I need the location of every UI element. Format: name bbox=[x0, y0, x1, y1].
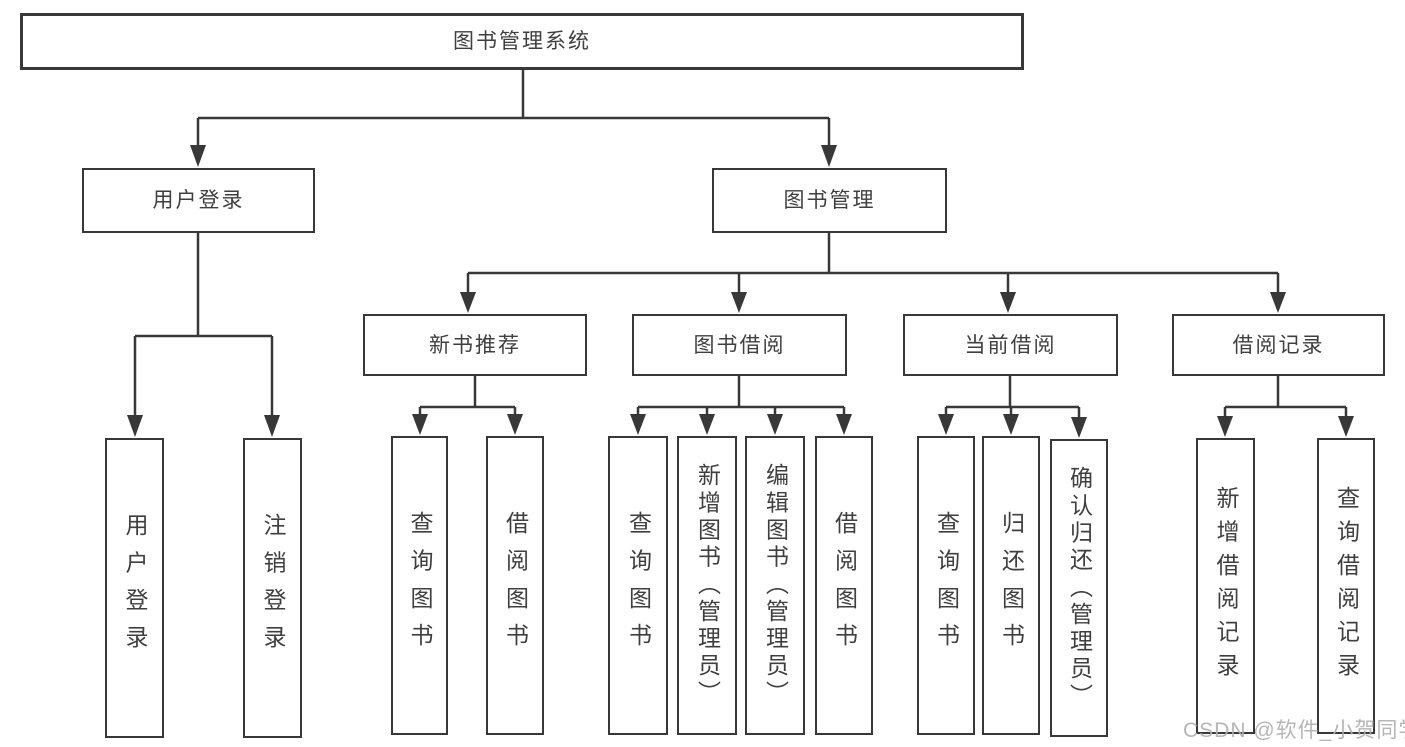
records-connectors bbox=[1217, 376, 1354, 437]
node-current-query-books: 查询图书 bbox=[917, 436, 975, 735]
node-recommend-borrow-books: 借阅图书 bbox=[486, 436, 544, 735]
book-management-connectors bbox=[460, 233, 1286, 313]
node-recommend-borrow-books-label: 借阅图书 bbox=[502, 510, 529, 661]
node-borrowing-query-books: 查询图书 bbox=[608, 436, 668, 735]
node-borrowing-edit-books-label: 编辑图书（管理员） bbox=[762, 463, 789, 708]
node-user-login: 用户登录 bbox=[82, 168, 315, 233]
csdn-watermark: CSDN @软件_小贺同学 bbox=[1183, 719, 1405, 742]
node-user-login-label: 用户登录 bbox=[152, 189, 245, 212]
node-recommend-query-books: 查询图书 bbox=[391, 436, 448, 735]
current-borrowing-connectors bbox=[938, 376, 1087, 438]
node-root-label: 图书管理系统 bbox=[453, 30, 591, 53]
node-borrowing-records: 借阅记录 bbox=[1172, 314, 1385, 376]
node-current-return-books-label: 归还图书 bbox=[998, 510, 1025, 661]
node-login-leaf-label: 用户登录 bbox=[122, 513, 148, 663]
node-borrowing-add-books-label: 新增图书（管理员） bbox=[694, 463, 721, 708]
node-current-confirm-return: 确认归还（管理员） bbox=[1050, 439, 1108, 737]
node-current-borrowing-label: 当前借阅 bbox=[964, 333, 1057, 357]
node-borrowing-query-books-label: 查询图书 bbox=[625, 510, 652, 661]
recommendation-connectors bbox=[412, 376, 523, 435]
node-login-leaf: 用户登录 bbox=[105, 438, 164, 738]
borrowing-connectors bbox=[630, 376, 852, 435]
node-book-management-label: 图书管理 bbox=[783, 189, 876, 212]
node-book-borrowing: 图书借阅 bbox=[632, 314, 847, 376]
user-login-connectors bbox=[127, 233, 280, 437]
node-current-return-books: 归还图书 bbox=[982, 436, 1040, 735]
node-new-book-recommendation-label: 新书推荐 bbox=[429, 333, 521, 357]
node-current-query-books-label: 查询图书 bbox=[933, 510, 960, 661]
node-logout-leaf: 注销登录 bbox=[243, 438, 302, 738]
root-connectors bbox=[190, 70, 837, 167]
node-book-borrowing-label: 图书借阅 bbox=[693, 333, 786, 357]
node-logout-leaf-label: 注销登录 bbox=[260, 513, 286, 663]
node-current-borrowing: 当前借阅 bbox=[903, 314, 1118, 376]
node-records-query-record-label: 查询借阅记录 bbox=[1333, 485, 1360, 687]
node-records-query-record: 查询借阅记录 bbox=[1317, 438, 1375, 734]
node-new-book-recommendation: 新书推荐 bbox=[363, 314, 587, 376]
node-borrowing-add-books: 新增图书（管理员） bbox=[677, 436, 737, 735]
node-borrowing-borrow-books-label: 借阅图书 bbox=[831, 510, 858, 661]
node-current-confirm-return-label: 确认归还（管理员） bbox=[1066, 465, 1093, 711]
node-borrowing-borrow-books: 借阅图书 bbox=[815, 436, 873, 735]
node-borrowing-edit-books: 编辑图书（管理员） bbox=[745, 436, 805, 735]
node-root: 图书管理系统 bbox=[20, 13, 1024, 70]
node-book-management: 图书管理 bbox=[712, 168, 947, 233]
node-borrowing-records-label: 借阅记录 bbox=[1232, 333, 1325, 357]
node-records-add-record: 新增借阅记录 bbox=[1196, 438, 1255, 734]
node-recommend-query-books-label: 查询图书 bbox=[407, 510, 433, 661]
node-records-add-record-label: 新增借阅记录 bbox=[1213, 485, 1239, 687]
